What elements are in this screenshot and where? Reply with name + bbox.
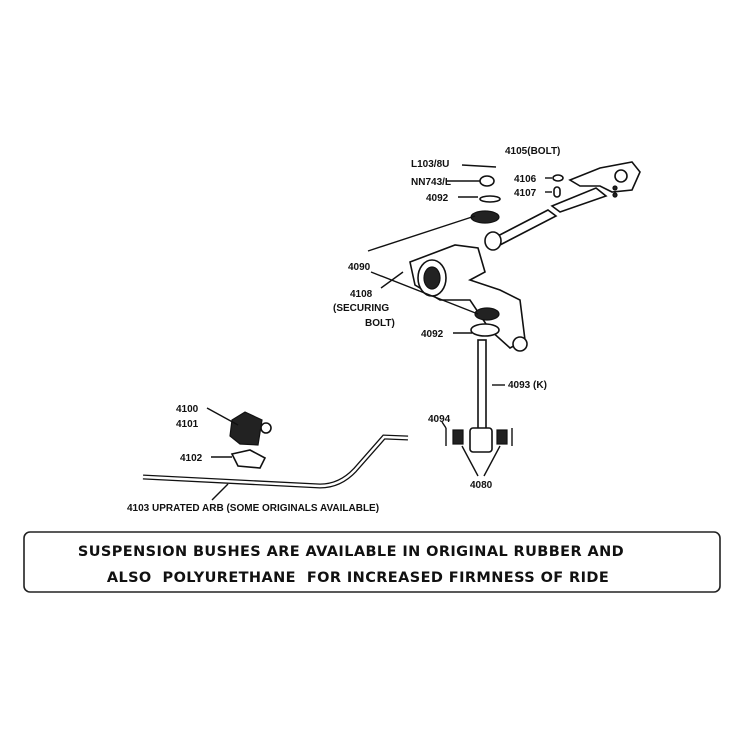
suspension-arm-body bbox=[409, 244, 528, 352]
label-4092-top: 4092 bbox=[426, 193, 449, 204]
label-4093-k: 4093 (K) bbox=[508, 380, 547, 391]
leader-lines bbox=[206, 177, 552, 501]
notice-line-2: ALSO POLYURETHANE FOR INCREASED FIRMNESS… bbox=[107, 570, 609, 586]
small-fasteners bbox=[461, 164, 564, 224]
lever-arm-assembly bbox=[484, 161, 641, 251]
label-nn743-l: NN743/L bbox=[411, 177, 451, 188]
label-4100: 4100 bbox=[176, 404, 199, 415]
label-4090: 4090 bbox=[348, 262, 371, 273]
label-4102: 4102 bbox=[180, 453, 203, 464]
bush-clamp bbox=[229, 411, 272, 469]
label-securing: (SECURING bbox=[333, 303, 389, 314]
label-4105-bolt: 4105(BOLT) bbox=[505, 146, 560, 157]
notice-line-1: SUSPENSION BUSHES ARE AVAILABLE IN ORIGI… bbox=[78, 544, 624, 560]
notice-box: SUSPENSION BUSHES ARE AVAILABLE IN ORIGI… bbox=[23, 531, 721, 593]
label-bolt: BOLT) bbox=[365, 318, 395, 329]
anti-roll-bar bbox=[142, 434, 409, 489]
label-l103-8u: L103/8U bbox=[411, 159, 449, 170]
label-4092-lower: 4092 bbox=[421, 329, 444, 340]
label-4080: 4080 bbox=[470, 480, 493, 491]
label-4106: 4106 bbox=[514, 174, 537, 185]
label-4094: 4094 bbox=[428, 414, 451, 425]
label-4107: 4107 bbox=[514, 188, 537, 199]
label-4103-arb: 4103 UPRATED ARB (SOME ORIGINALS AVAILAB… bbox=[127, 503, 379, 514]
label-4108: 4108 bbox=[350, 289, 373, 300]
label-4101: 4101 bbox=[176, 419, 199, 430]
drop-link-4093 bbox=[445, 339, 513, 453]
